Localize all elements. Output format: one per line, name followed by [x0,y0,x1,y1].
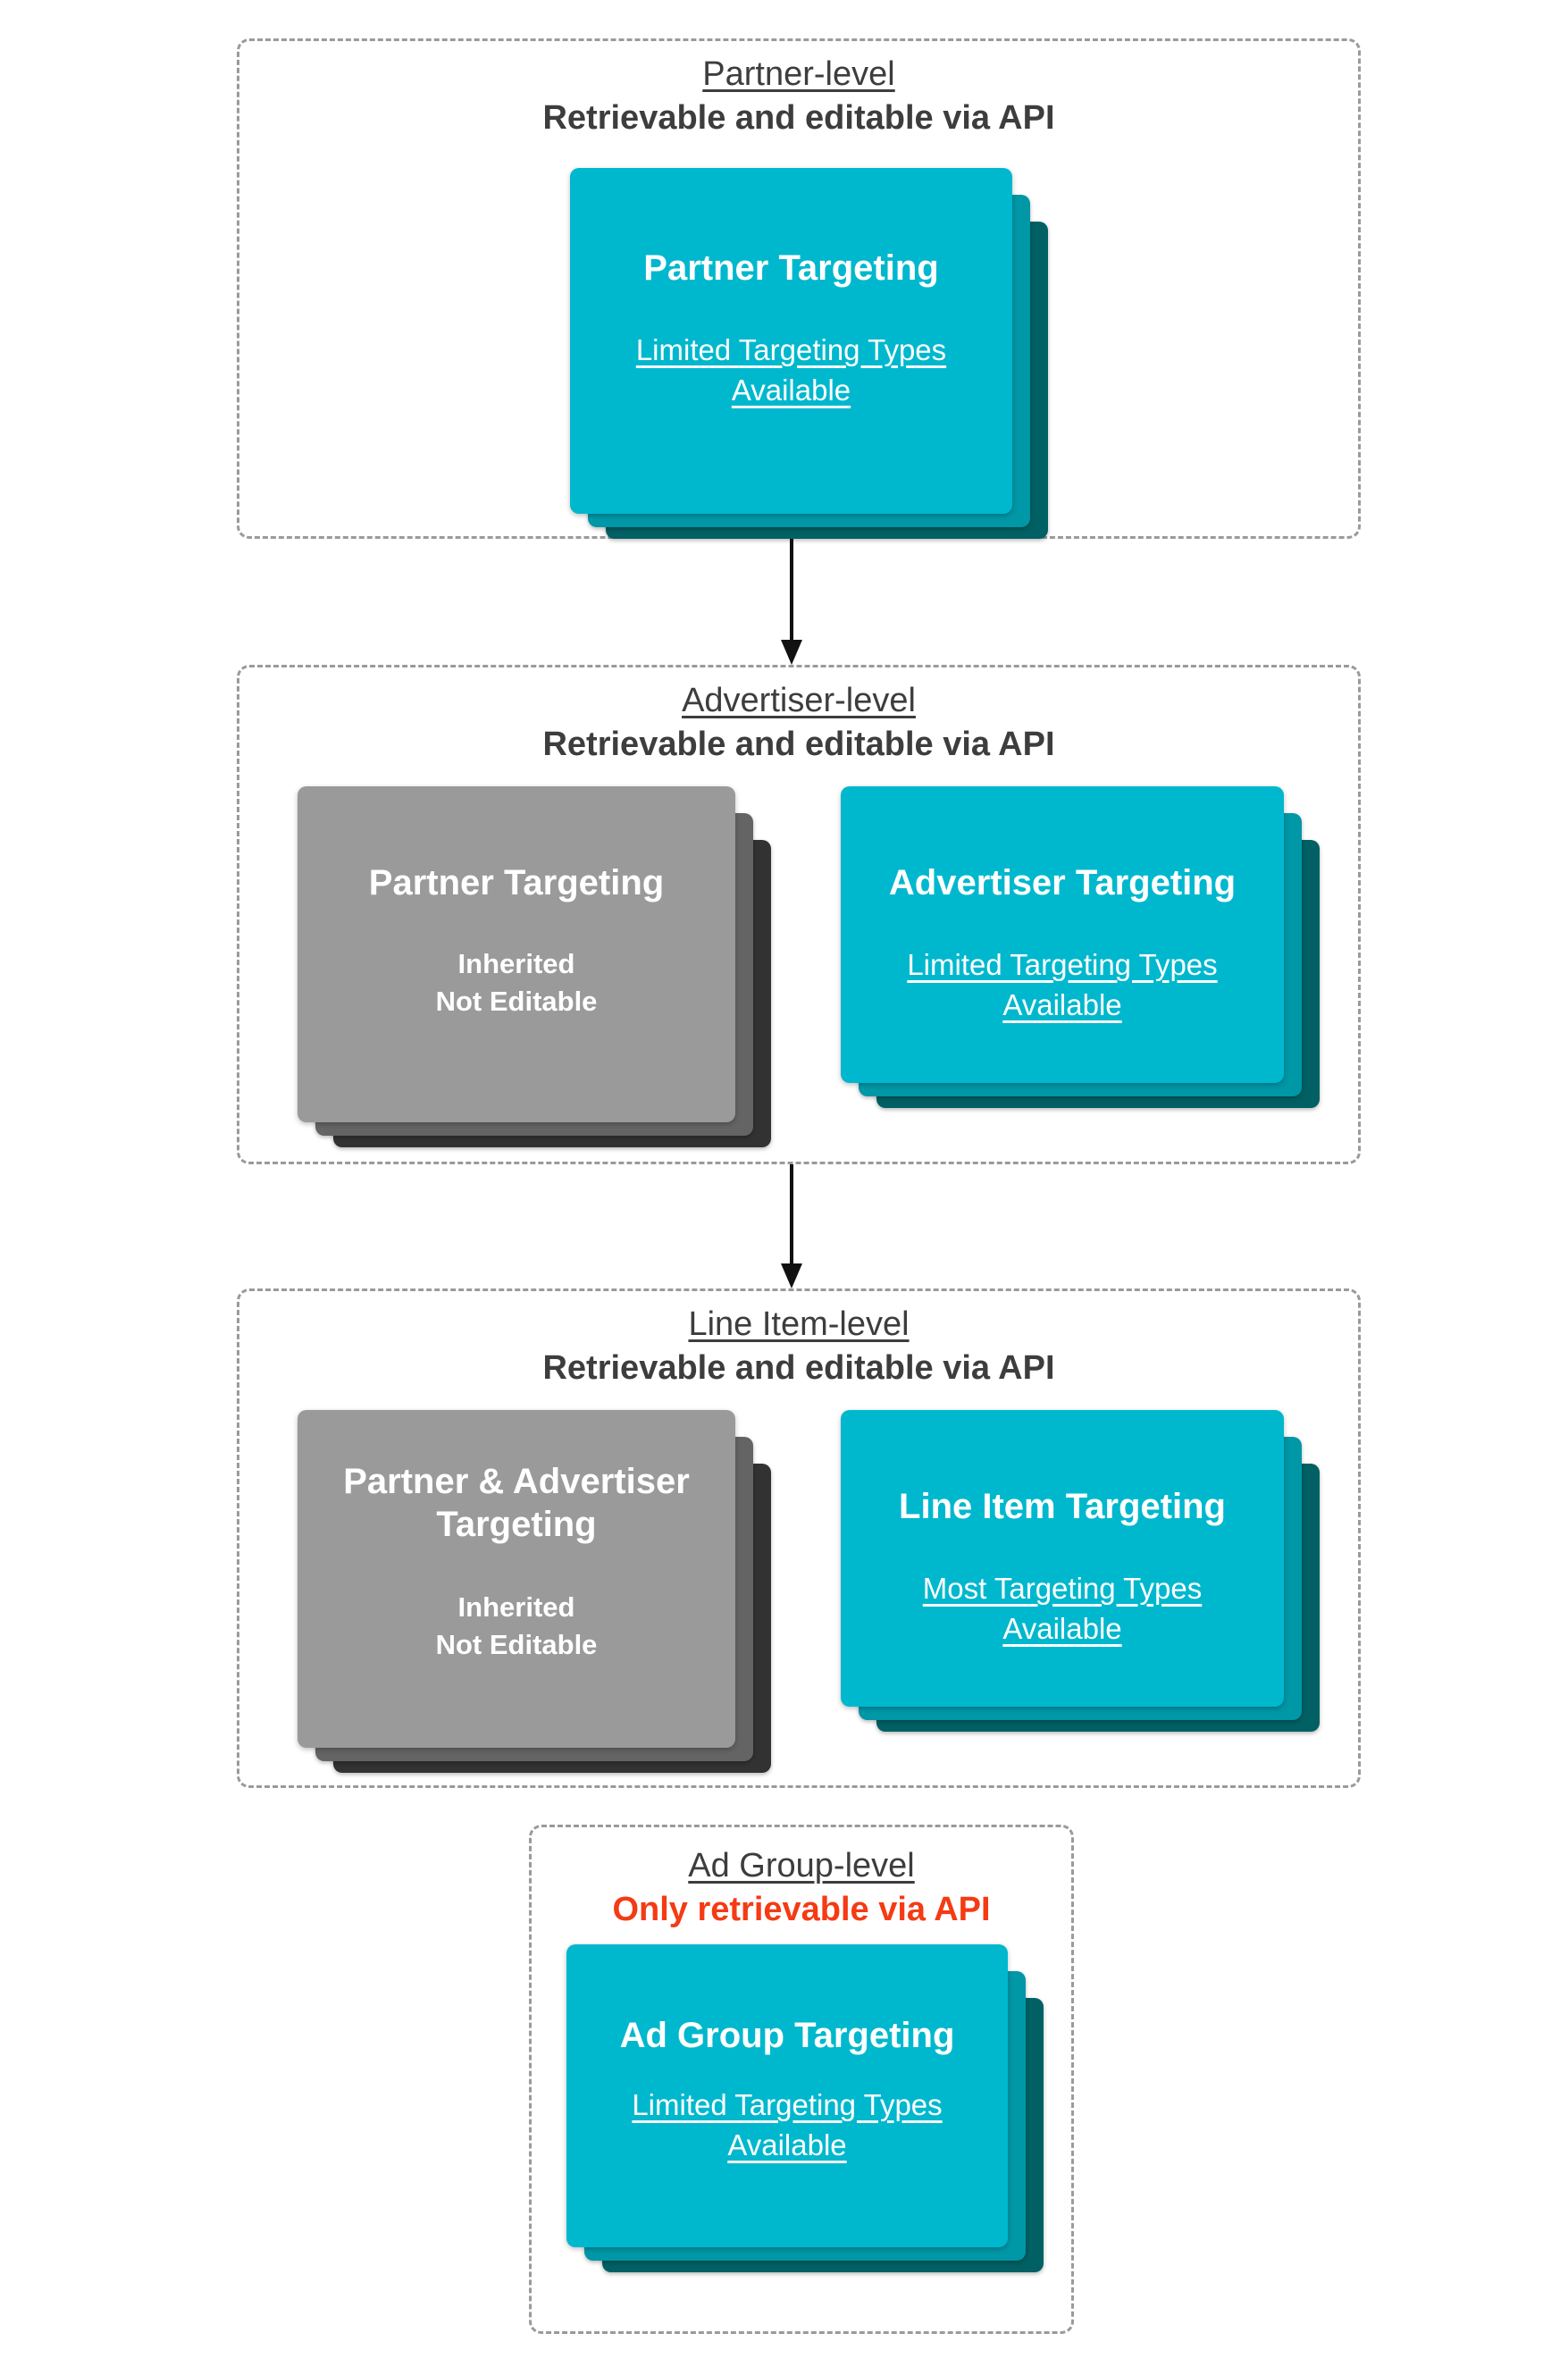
panel-partner-level: Partner-level Retrievable and editable v… [237,38,1361,539]
panel-title-line-item-level: Line Item-level [688,1305,910,1343]
card-title: Ad Group Targeting [619,2016,955,2055]
arrow-shaft [789,539,794,641]
panel-subtitle-line-item-level: Retrievable and editable via API [542,1349,1055,1388]
card-title: Partner & Advertiser Targeting [343,1462,690,1544]
card-ad-group-targeting: Ad Group Targeting Limited Targeting Typ… [566,1944,1008,2247]
card-subtitle-line: Not Editable [435,1628,598,1660]
card-subtitle: Most Targeting Types Available [922,1572,1203,1645]
flow-arrow-advertiser-to-lineitem [781,1164,802,1288]
arrow-down-icon [781,640,802,665]
panel-header: Partner-level Retrievable and editable v… [239,41,1358,139]
card-stack-line-item-targeting: Line Item Targeting Most Targeting Types… [841,1410,1320,1732]
panel-subtitle-advertiser-level: Retrievable and editable via API [542,726,1055,764]
card-subtitle: Limited Targeting Types Available [907,948,1218,1021]
panel-title-ad-group-level: Ad Group-level [688,1847,915,1884]
card-title: Partner Targeting [643,248,939,288]
panel-title-partner-level: Partner-level [702,55,895,93]
card-inherited-partner-targeting: Partner Targeting Inherited Not Editable [298,786,735,1122]
card-subtitle-line: Not Editable [435,985,598,1017]
card-subtitle: Limited Targeting Types Available [635,333,947,407]
card-subtitle: Inherited Not Editable [436,945,598,1020]
card-stack-partner-targeting: Partner Targeting Limited Targeting Type… [570,168,1048,539]
card-stack-inherited-partner-targeting: Partner Targeting Inherited Not Editable [298,786,771,1147]
panel-advertiser-level: Advertiser-level Retrievable and editabl… [237,665,1361,1164]
card-title: Line Item Targeting [899,1487,1226,1526]
panel-subtitle-partner-level: Retrievable and editable via API [542,99,1055,138]
card-advertiser-targeting: Advertiser Targeting Limited Targeting T… [841,786,1284,1083]
panel-header: Ad Group-level Only retrievable via API [532,1827,1071,1931]
card-subtitle: Inherited Not Editable [436,1589,598,1664]
panel-subtitle-ad-group-level: Only retrievable via API [612,1891,991,1929]
panel-title-advertiser-level: Advertiser-level [682,682,916,719]
card-subtitle-line: Inherited [457,948,575,979]
card-line-item-targeting: Line Item Targeting Most Targeting Types… [841,1410,1284,1707]
arrow-down-icon [781,1263,802,1288]
card-inherited-partner-advertiser-targeting: Partner & Advertiser Targeting Inherited… [298,1410,735,1748]
flow-arrow-partner-to-advertiser [781,539,802,665]
arrow-shaft [789,1164,794,1264]
card-partner-targeting: Partner Targeting Limited Targeting Type… [570,168,1012,514]
panel-ad-group-level: Ad Group-level Only retrievable via API … [529,1825,1074,2334]
card-stack-ad-group-targeting: Ad Group Targeting Limited Targeting Typ… [566,1944,1044,2272]
panel-line-item-level: Line Item-level Retrievable and editable… [237,1288,1361,1788]
card-stack-advertiser-targeting: Advertiser Targeting Limited Targeting T… [841,786,1320,1108]
panel-header: Line Item-level Retrievable and editable… [239,1291,1358,1389]
card-title: Partner Targeting [368,863,665,902]
card-subtitle: Limited Targeting Types Available [632,2088,943,2161]
panel-header: Advertiser-level Retrievable and editabl… [239,667,1358,766]
card-subtitle-line: Inherited [457,1591,575,1623]
card-title: Advertiser Targeting [888,863,1237,902]
card-stack-inherited-partner-advertiser-targeting: Partner & Advertiser Targeting Inherited… [298,1410,771,1773]
